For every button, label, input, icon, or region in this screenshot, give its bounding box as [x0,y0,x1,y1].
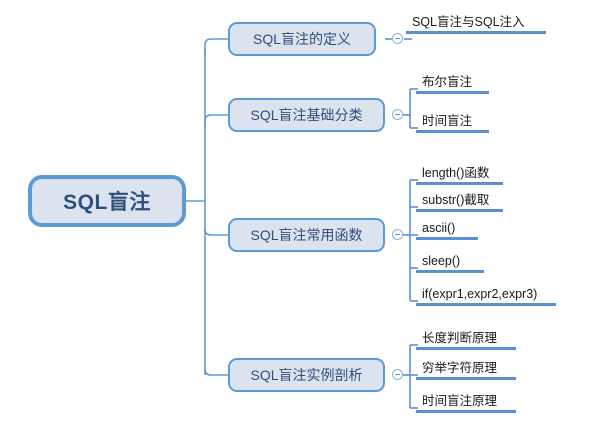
leaf-item-ascii-function[interactable]: ascii() [416,220,478,240]
root-node-label: SQL盲注 [63,191,151,214]
leaf-underline [406,31,546,34]
leaf-item-boolean-blind[interactable]: 布尔盲注 [416,74,489,94]
leaf-item-label: SQL盲注与SQL注入 [412,15,525,29]
leaf-item-bruteforce-char-principle[interactable]: 穷举字符原理 [416,360,516,380]
leaf-underline [416,410,516,413]
leaf-item-if-function[interactable]: if(expr1,expr2,expr3) [416,286,556,306]
elbow-branch-4 [204,368,228,376]
collapse-minus-icon-branch-1[interactable] [392,33,403,44]
branch-node-common-functions[interactable]: SQL盲注常用函数 [228,218,385,252]
leaf-underline [416,377,516,380]
leaf-item-sql-blind-vs-injection[interactable]: SQL盲注与SQL注入 [406,14,546,34]
leaf-item-length-judgement-principle[interactable]: 长度判断原理 [416,330,516,350]
elbow-branch-3 [204,228,228,236]
branch-node-definition[interactable]: SQL盲注的定义 [228,22,376,56]
leaf-underline [416,130,489,133]
branch-node-basic-classification[interactable]: SQL盲注基础分类 [228,98,385,132]
minus-glyph [395,114,400,115]
leaf-underline [416,237,478,240]
leaf-item-label: 长度判断原理 [422,331,498,345]
minus-glyph [395,234,400,235]
leaf-item-label: sleep() [422,254,461,268]
leaf-item-time-blind[interactable]: 时间盲注 [416,113,489,133]
branch-node-label: SQL盲注基础分类 [250,107,363,123]
collapse-minus-icon-branch-4[interactable] [392,369,403,380]
minus-glyph [395,38,400,39]
leaf-underline [416,91,489,94]
branch-node-label: SQL盲注常用函数 [250,227,363,243]
branch-node-label: SQL盲注实例剖析 [250,367,363,383]
collapse-minus-icon-branch-3[interactable] [392,229,403,240]
leaf-item-label: if(expr1,expr2,expr3) [422,287,538,301]
leaf-item-label: substr()截取 [422,193,490,207]
leaf-underline [416,347,516,350]
leaf-item-label: 穷举字符原理 [422,361,498,375]
leaf-underline [416,303,556,306]
elbow-branch-2 [204,114,228,127]
leaf-item-label: 时间盲注原理 [422,394,498,408]
leaf-underline [416,209,503,212]
leaf-item-length-function[interactable]: length()函数 [416,165,503,185]
leaf-item-substr-function[interactable]: substr()截取 [416,192,503,212]
elbow-branch-1 [204,38,228,57]
leaf-item-sleep-function[interactable]: sleep() [416,253,484,273]
leaf-underline [416,182,503,185]
minus-glyph [395,374,400,375]
root-node[interactable]: SQL盲注 [28,175,186,227]
leaf-underline [416,270,484,273]
leaf-item-label: ascii() [422,221,456,235]
leaf-item-label: 布尔盲注 [422,75,473,89]
branch-node-label: SQL盲注的定义 [252,31,351,47]
leaf-item-label: 时间盲注 [422,114,473,128]
leaf-item-time-blind-principle[interactable]: 时间盲注原理 [416,393,516,413]
leaf-item-label: length()函数 [422,166,490,180]
branch-node-case-analysis[interactable]: SQL盲注实例剖析 [228,358,385,392]
collapse-minus-icon-branch-2[interactable] [392,109,403,120]
